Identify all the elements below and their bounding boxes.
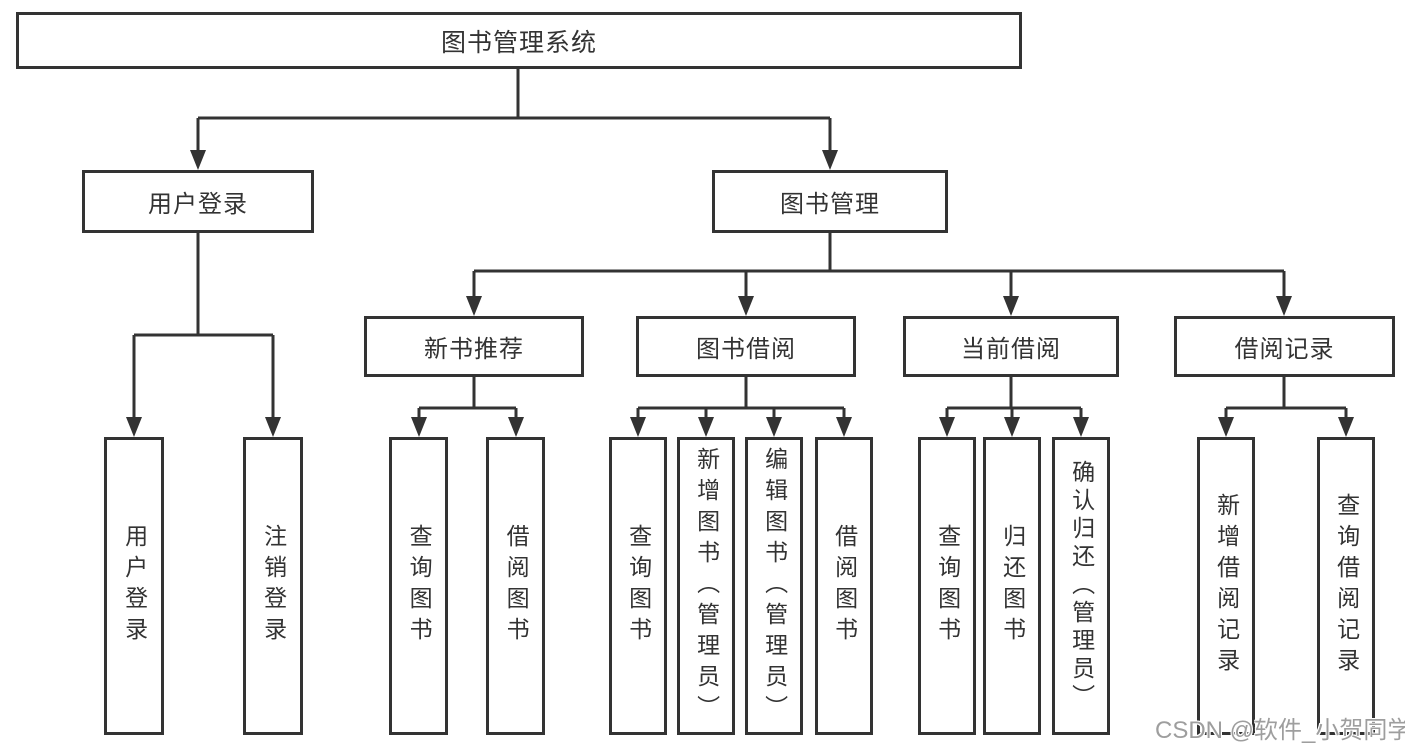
arrow-down-icon	[738, 296, 754, 316]
arrow-down-icon	[1003, 296, 1019, 316]
leaf-label: 借阅图书	[503, 524, 530, 648]
arrow-down-icon	[1073, 417, 1089, 437]
arrow-down-icon	[1004, 417, 1020, 437]
leaf-add-borrow-record: 新增借阅记录	[1197, 437, 1255, 735]
arrow-down-icon	[411, 417, 427, 437]
leaf-label: 编辑图书（管理员）	[761, 446, 788, 726]
leaf-label: 查询图书	[934, 524, 961, 648]
leaf-query-borrow-record: 查询借阅记录	[1317, 437, 1375, 735]
leaf-user-login: 用户登录	[104, 437, 164, 735]
leaf-label: 新增借阅记录	[1213, 493, 1240, 679]
leaf-borrow-books-borrowing: 借阅图书	[815, 437, 873, 735]
arrow-down-icon	[1218, 417, 1234, 437]
node-library-management-system: 图书管理系统	[16, 12, 1022, 69]
leaf-add-book-admin: 新增图书（管理员）	[677, 437, 735, 735]
leaf-query-books-current: 查询图书	[918, 437, 976, 735]
arrow-down-icon	[1276, 296, 1292, 316]
arrow-down-icon	[766, 417, 782, 437]
leaf-logout: 注销登录	[243, 437, 303, 735]
arrow-down-icon	[466, 296, 482, 316]
node-new-book-recommend: 新书推荐	[364, 316, 584, 377]
leaf-label: 查询图书	[625, 524, 652, 648]
connector-paths	[132, 69, 1348, 419]
arrowhead-icons	[126, 150, 1354, 437]
leaf-label: 归还图书	[999, 524, 1026, 648]
leaf-return-books: 归还图书	[983, 437, 1041, 735]
csdn-watermark: CSDN @软件_小贺同学	[1155, 717, 1405, 744]
leaf-label: 用户登录	[121, 524, 148, 648]
node-user-login-branch: 用户登录	[82, 170, 314, 233]
arrow-down-icon	[698, 417, 714, 437]
node-borrowing-records: 借阅记录	[1174, 316, 1395, 377]
arrow-down-icon	[939, 417, 955, 437]
arrow-down-icon	[630, 417, 646, 437]
arrow-down-icon	[126, 417, 142, 437]
leaf-label: 查询借阅记录	[1333, 493, 1360, 679]
arrow-down-icon	[265, 417, 281, 437]
leaf-label: 借阅图书	[831, 524, 858, 648]
leaf-label: 新增图书（管理员）	[693, 446, 720, 726]
leaf-borrow-books-recommend: 借阅图书	[486, 437, 545, 735]
leaf-label: 确认归还（管理员）	[1068, 460, 1095, 712]
arrow-down-icon	[822, 150, 838, 170]
leaf-edit-book-admin: 编辑图书（管理员）	[745, 437, 803, 735]
arrow-down-icon	[190, 150, 206, 170]
node-current-borrowing: 当前借阅	[903, 316, 1119, 377]
leaf-query-books-borrowing: 查询图书	[609, 437, 667, 735]
leaf-label: 查询图书	[406, 524, 433, 648]
node-book-borrowing: 图书借阅	[636, 316, 856, 377]
leaf-label: 注销登录	[260, 524, 287, 648]
node-book-management: 图书管理	[712, 170, 948, 233]
leaf-query-books-recommend: 查询图书	[389, 437, 448, 735]
arrow-down-icon	[508, 417, 524, 437]
leaf-confirm-return-admin: 确认归还（管理员）	[1052, 437, 1110, 735]
arrow-down-icon	[1338, 417, 1354, 437]
arrow-down-icon	[836, 417, 852, 437]
